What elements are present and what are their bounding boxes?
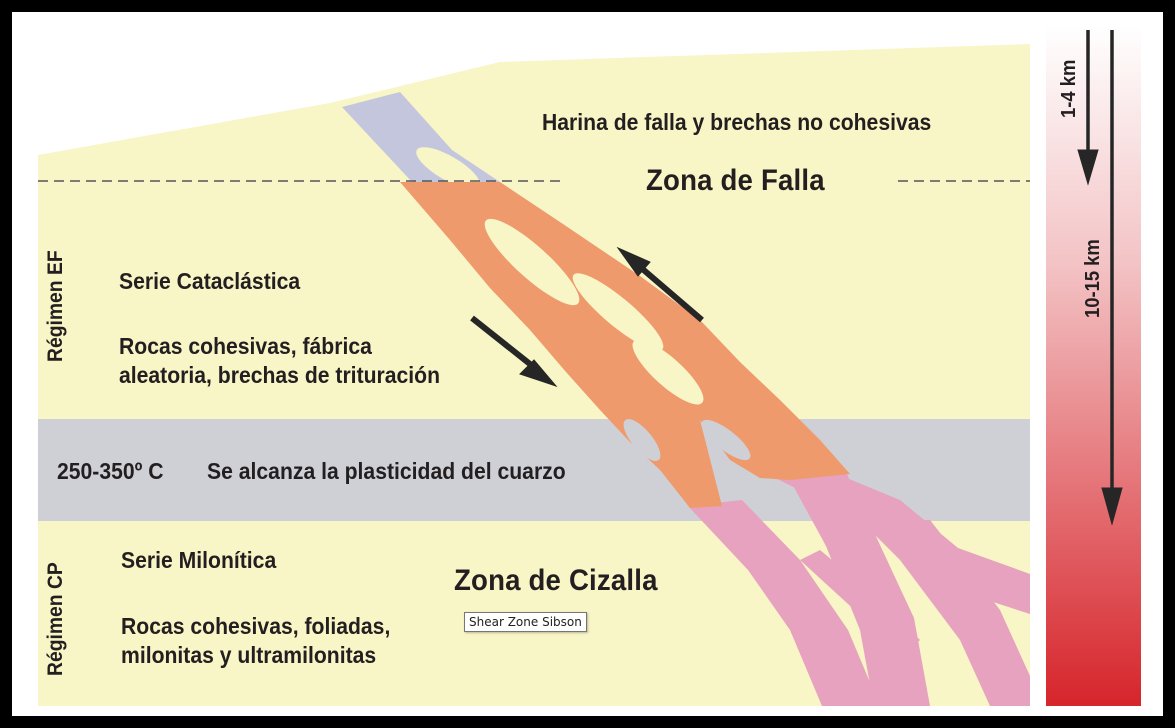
quartz-plasticity-label: Se alcanza la plasticidad del cuarzo [207,458,566,484]
cataclastic-rocks-line2: aleatoria, brechas de trituración [119,362,441,388]
shear-sense-arrows [470,246,704,388]
image-tooltip: Shear Zone Sibson [464,612,587,632]
cataclastic-rocks-line1: Rocas cohesivas, fábrica [119,333,372,359]
depth-deep-label: 10-15 km [1082,239,1104,318]
mylonitic-series-label: Serie Milonítica [121,547,277,573]
cataclastic-series-label: Serie Cataclástica [119,268,301,294]
mylonitic-rocks-line1: Rocas cohesivas, foliadas, [121,613,391,639]
depth-gradient-bar [1046,26,1141,706]
top-breccia-label: Harina de falla y brechas no cohesivas [542,109,932,135]
depth-arrows [1077,30,1123,526]
regime-cp-label: Régimen CP [44,562,67,676]
mylonitic-rocks-line2: milonitas y ultramilonitas [121,642,377,668]
depth-shallow-label: 1-4 km [1058,59,1080,118]
fault-zone-cataclasites [400,182,850,508]
fault-zone-title: Zona de Falla [646,164,825,197]
fault-top-breccia [342,92,500,182]
regime-ef-label: Régimen EF [44,250,67,362]
shear-zone-title: Zona de Cizalla [454,564,658,597]
shear-zone-mylonites [688,472,1030,706]
temperature-label: 250-350º C [57,458,164,484]
